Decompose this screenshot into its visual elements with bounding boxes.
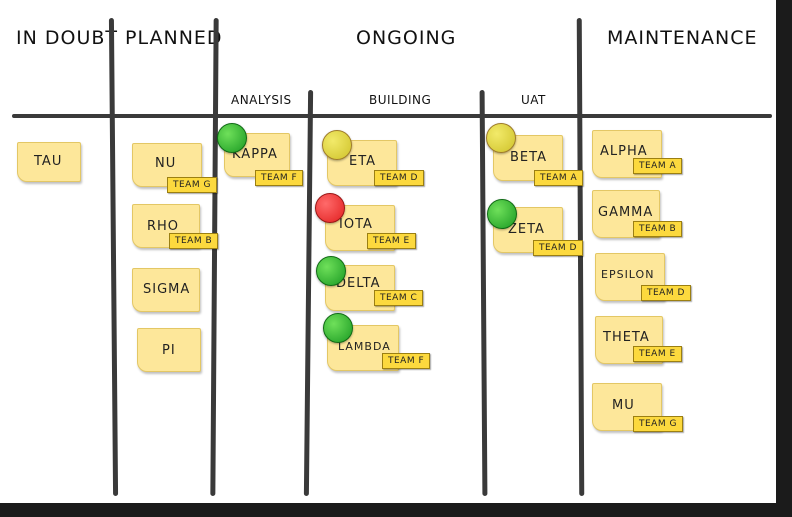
team-tag: TEAM F [382, 353, 431, 369]
header-divider-line [12, 114, 772, 118]
team-tag: TEAM B [169, 233, 219, 249]
column-divider [210, 17, 219, 497]
status-dot-yellow [322, 130, 352, 160]
team-tag: TEAM C [374, 290, 424, 306]
card-title: ETA [349, 154, 377, 169]
status-dot-green [316, 256, 346, 286]
card-tau[interactable]: TAU [17, 142, 81, 182]
card-theta[interactable]: THETA [595, 316, 663, 364]
card-title: SIGMA [143, 282, 191, 297]
card-title: ALPHA [600, 144, 648, 159]
subcolumn-header-uat: UAT [521, 93, 546, 107]
team-tag: TEAM D [641, 285, 691, 301]
card-title: NU [155, 156, 177, 171]
status-dot-red [315, 193, 345, 223]
card-title: LAMBDA [338, 340, 391, 353]
subcolumn-header-building: BUILDING [369, 93, 432, 107]
team-tag: TEAM F [255, 170, 304, 186]
card-gamma[interactable]: GAMMA [592, 190, 660, 238]
status-dot-green [323, 313, 353, 343]
card-title: KAPPA [232, 147, 278, 162]
card-title: THETA [603, 330, 650, 345]
card-title: PI [162, 343, 176, 358]
card-title: ZETA [508, 222, 545, 237]
card-title: MU [612, 398, 635, 413]
card-title: TAU [34, 154, 63, 169]
status-dot-green [217, 123, 247, 153]
status-dot-green [487, 199, 517, 229]
subcolumn-divider [303, 89, 314, 497]
card-title: IOTA [339, 217, 373, 232]
column-divider [108, 17, 119, 497]
subcolumn-header-analysis: ANALYSIS [231, 93, 292, 107]
status-dot-yellow [486, 123, 516, 153]
team-tag: TEAM G [167, 177, 217, 193]
card-pi[interactable]: PI [137, 328, 201, 372]
team-tag: TEAM A [534, 170, 584, 186]
column-header-maintenance: MAINTENANCE [607, 27, 758, 49]
card-title: BETA [510, 150, 547, 165]
card-title: GAMMA [598, 205, 654, 220]
team-tag: TEAM B [633, 221, 683, 237]
column-header-in-doubt: IN DOUBT [16, 27, 118, 49]
team-tag: TEAM E [633, 346, 682, 362]
card-title: DELTA [336, 276, 381, 291]
card-title: EPSILON [601, 268, 655, 281]
team-tag: TEAM D [533, 240, 583, 256]
team-tag: TEAM A [633, 158, 683, 174]
team-tag: TEAM D [374, 170, 424, 186]
card-title: RHO [147, 219, 180, 234]
kanban-board: IN DOUBT PLANNED ONGOING MAINTENANCE ANA… [0, 0, 776, 503]
card-sigma[interactable]: SIGMA [132, 268, 200, 312]
team-tag: TEAM E [367, 233, 416, 249]
column-divider [576, 17, 585, 497]
column-header-ongoing: ONGOING [356, 27, 457, 49]
column-header-planned: PLANNED [125, 27, 223, 49]
subcolumn-divider [479, 89, 488, 497]
team-tag: TEAM G [633, 416, 683, 432]
